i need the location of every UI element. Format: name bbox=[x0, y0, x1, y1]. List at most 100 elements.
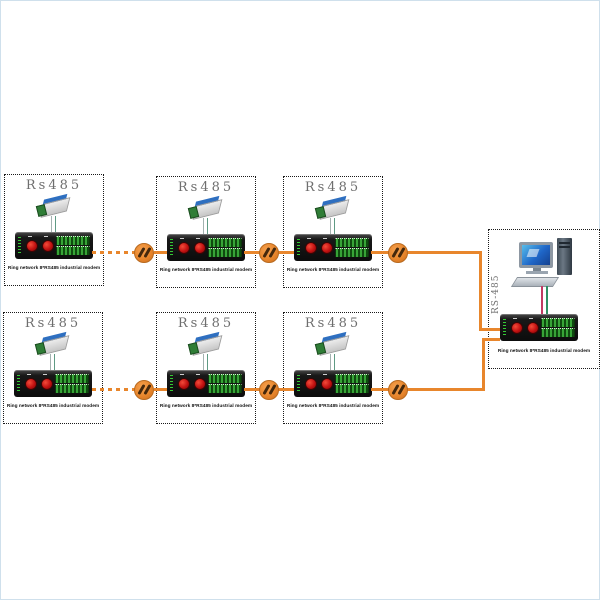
knob-icon bbox=[25, 378, 37, 390]
led-indicators-icon bbox=[297, 375, 300, 392]
coupler-icon bbox=[134, 243, 154, 263]
ring-cable-dashed bbox=[92, 251, 136, 254]
rs485-adapter-icon bbox=[314, 195, 350, 220]
node-caption: Ring network 8*RS485 industrial modem bbox=[7, 265, 101, 271]
node-title: Rs485 bbox=[304, 316, 362, 331]
knob-icon bbox=[511, 322, 523, 334]
modem-node-5: Rs485 Ring network 8*RS485 industrial mo… bbox=[156, 312, 256, 424]
knob-icon bbox=[42, 240, 54, 252]
adapter-wire bbox=[51, 216, 52, 233]
knob-icon bbox=[194, 378, 206, 390]
ring-cable bbox=[154, 388, 167, 391]
led-indicators-icon bbox=[503, 319, 506, 336]
terminal-block-icon bbox=[335, 373, 369, 394]
adapter-wire bbox=[203, 354, 204, 371]
node-title: Rs485 bbox=[24, 316, 82, 331]
knob-icon bbox=[321, 242, 333, 254]
modem-device-icon bbox=[14, 370, 92, 397]
modem-node-3: Rs485 Ring network 8*RS485 industrial mo… bbox=[283, 176, 383, 288]
modem-device-icon bbox=[294, 370, 372, 397]
terminal-block-icon bbox=[55, 373, 89, 394]
knob-icon bbox=[305, 378, 317, 390]
node-title: Rs485 bbox=[177, 316, 235, 331]
host-node: RS-485 Ring network 8*RS485 industrial m… bbox=[488, 229, 600, 369]
ring-cable bbox=[154, 251, 167, 254]
ring-cable bbox=[479, 251, 482, 331]
rs485-adapter-icon bbox=[34, 331, 70, 356]
modem-device-icon bbox=[15, 232, 93, 259]
coupler-icon bbox=[388, 380, 408, 400]
terminal-block-icon bbox=[56, 235, 90, 256]
knob-icon bbox=[41, 378, 53, 390]
led-indicators-icon bbox=[17, 375, 20, 392]
ring-cable bbox=[278, 388, 294, 391]
adapter-wire bbox=[330, 218, 331, 235]
led-indicators-icon bbox=[170, 239, 173, 256]
bus-wire-green bbox=[546, 286, 548, 315]
terminal-block-icon bbox=[208, 237, 242, 258]
knob-icon bbox=[194, 242, 206, 254]
terminal-block-icon bbox=[208, 373, 242, 394]
ring-cable bbox=[407, 388, 485, 391]
keyboard-icon bbox=[510, 277, 560, 287]
node-title: Rs485 bbox=[177, 180, 235, 195]
ring-cable bbox=[482, 338, 500, 341]
adapter-wire bbox=[54, 354, 55, 371]
node-title: Rs485 bbox=[304, 180, 362, 195]
node-caption: Ring network 8*RS485 industrial modem bbox=[497, 348, 591, 354]
pc-tower-icon bbox=[557, 238, 572, 275]
modem-node-1: Rs485 Ring network 8*RS485 industrial mo… bbox=[4, 174, 104, 286]
ring-cable bbox=[278, 251, 294, 254]
adapter-wire bbox=[203, 218, 204, 235]
coupler-icon bbox=[259, 243, 279, 263]
node-caption: Ring network 8*RS485 industrial modem bbox=[6, 403, 100, 409]
coupler-icon bbox=[388, 243, 408, 263]
ring-cable bbox=[479, 328, 500, 331]
knob-icon bbox=[305, 242, 317, 254]
terminal-block-icon bbox=[335, 237, 369, 258]
bus-wire-red bbox=[541, 286, 543, 315]
ring-cable bbox=[482, 339, 485, 391]
coupler-icon bbox=[134, 380, 154, 400]
ring-cable bbox=[407, 251, 482, 254]
knob-icon bbox=[321, 378, 333, 390]
led-indicators-icon bbox=[18, 237, 21, 254]
rs485-adapter-icon bbox=[187, 195, 223, 220]
knob-icon bbox=[26, 240, 38, 252]
node-caption: Ring network 8*RS485 industrial modem bbox=[286, 267, 380, 273]
led-indicators-icon bbox=[170, 375, 173, 392]
node-caption: Ring network 8*RS485 industrial modem bbox=[159, 267, 253, 273]
monitor-icon bbox=[519, 242, 553, 268]
modem-device-icon bbox=[294, 234, 372, 261]
terminal-block-icon bbox=[541, 317, 575, 338]
modem-node-6: Rs485 Ring network 8*RS485 industrial mo… bbox=[283, 312, 383, 424]
knob-icon bbox=[178, 378, 190, 390]
node-title: Rs485 bbox=[25, 178, 83, 193]
ring-cable bbox=[371, 388, 389, 391]
ring-cable bbox=[371, 251, 389, 254]
ring-cable bbox=[244, 388, 260, 391]
rs485-adapter-icon bbox=[35, 193, 71, 218]
adapter-wire bbox=[55, 216, 56, 233]
bus-label: RS-485 bbox=[491, 274, 501, 315]
ring-cable-dashed bbox=[92, 388, 136, 391]
coupler-icon bbox=[259, 380, 279, 400]
adapter-wire bbox=[207, 218, 208, 235]
led-indicators-icon bbox=[297, 239, 300, 256]
adapter-wire bbox=[334, 218, 335, 235]
rs485-adapter-icon bbox=[187, 331, 223, 356]
computer-icon bbox=[509, 238, 581, 287]
modem-device-icon bbox=[500, 314, 578, 341]
modem-node-4: Rs485 Ring network 8*RS485 industrial mo… bbox=[3, 312, 103, 424]
node-caption: Ring network 8*RS485 industrial modem bbox=[286, 403, 380, 409]
adapter-wire bbox=[334, 354, 335, 371]
adapter-wire bbox=[50, 354, 51, 371]
ring-cable bbox=[244, 251, 260, 254]
knob-icon bbox=[178, 242, 190, 254]
modem-device-icon bbox=[167, 370, 245, 397]
adapter-wire bbox=[207, 354, 208, 371]
modem-node-2: Rs485 Ring network 8*RS485 industrial mo… bbox=[156, 176, 256, 288]
knob-icon bbox=[527, 322, 539, 334]
rs485-adapter-icon bbox=[314, 331, 350, 356]
